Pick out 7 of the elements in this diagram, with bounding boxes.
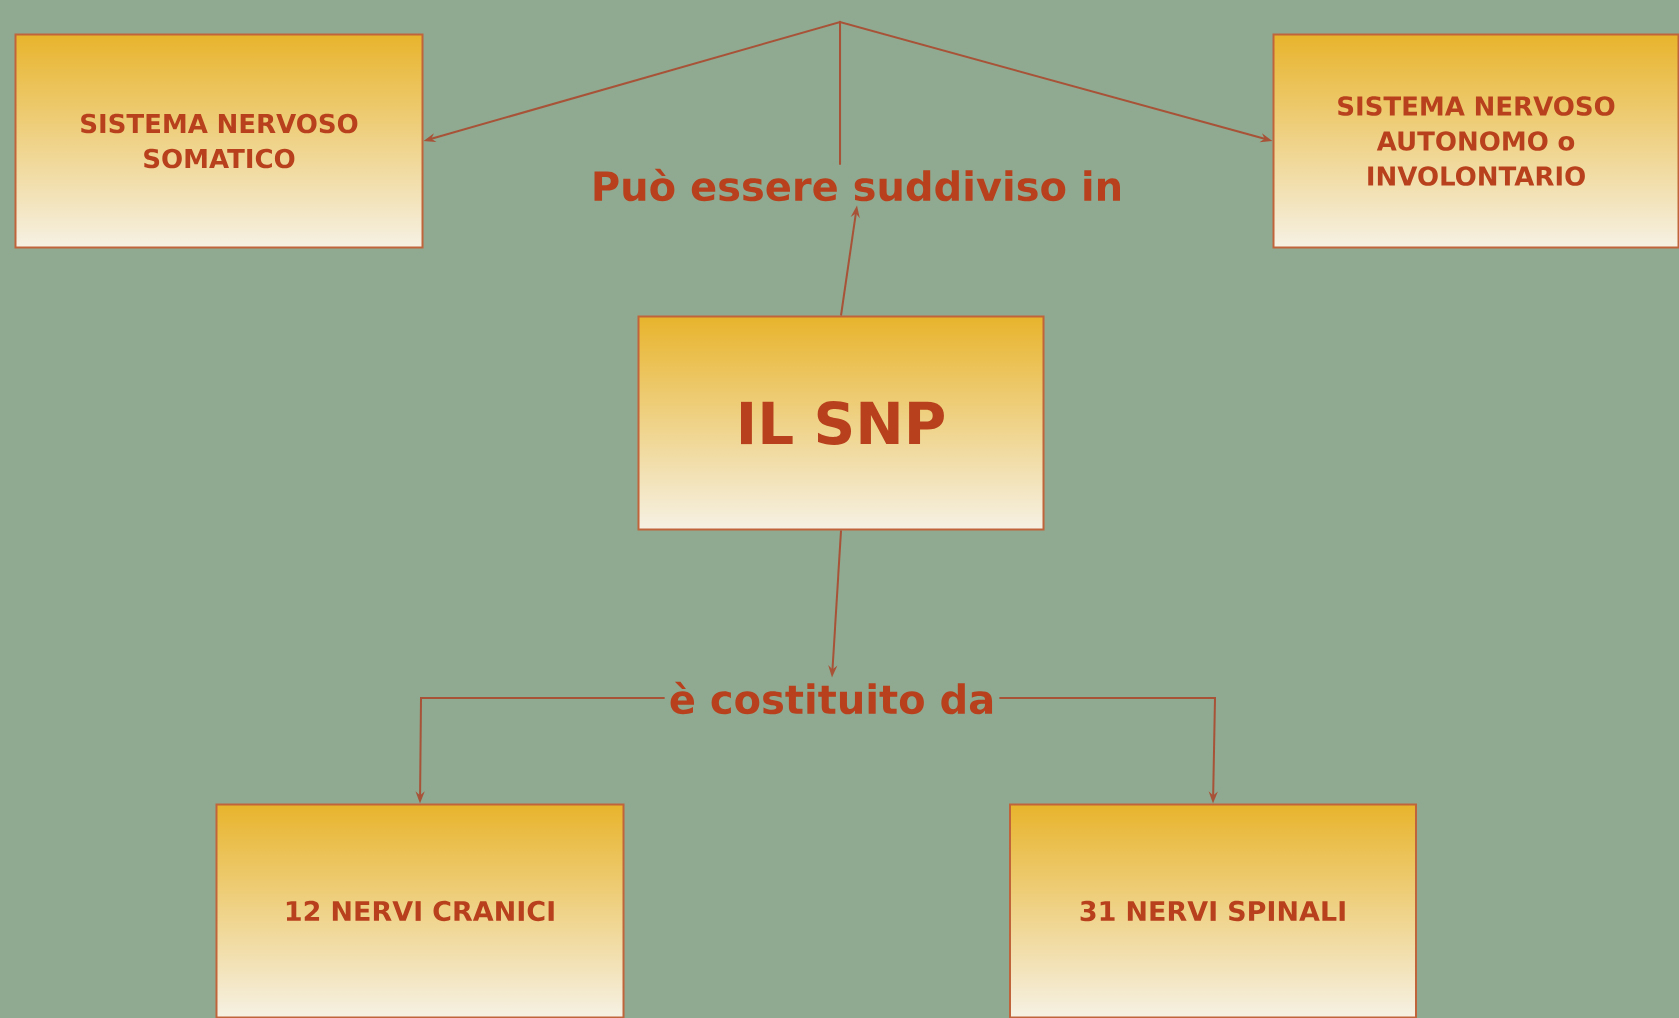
concept-box: SISTEMA NERVOSO SOMATICO bbox=[14, 33, 424, 249]
concept-box: SISTEMA NERVOSO AUTONOMO o INVOLONTARIO bbox=[1272, 33, 1679, 249]
connector-text: è costituito da bbox=[670, 681, 993, 715]
connector-text: Può essere suddiviso in bbox=[594, 168, 1120, 202]
concept-box: 31 NERVI SPINALI bbox=[1009, 803, 1417, 1018]
concept-box: 12 NERVI CRANICI bbox=[215, 803, 625, 1018]
concept-box: IL SNP bbox=[637, 315, 1045, 531]
